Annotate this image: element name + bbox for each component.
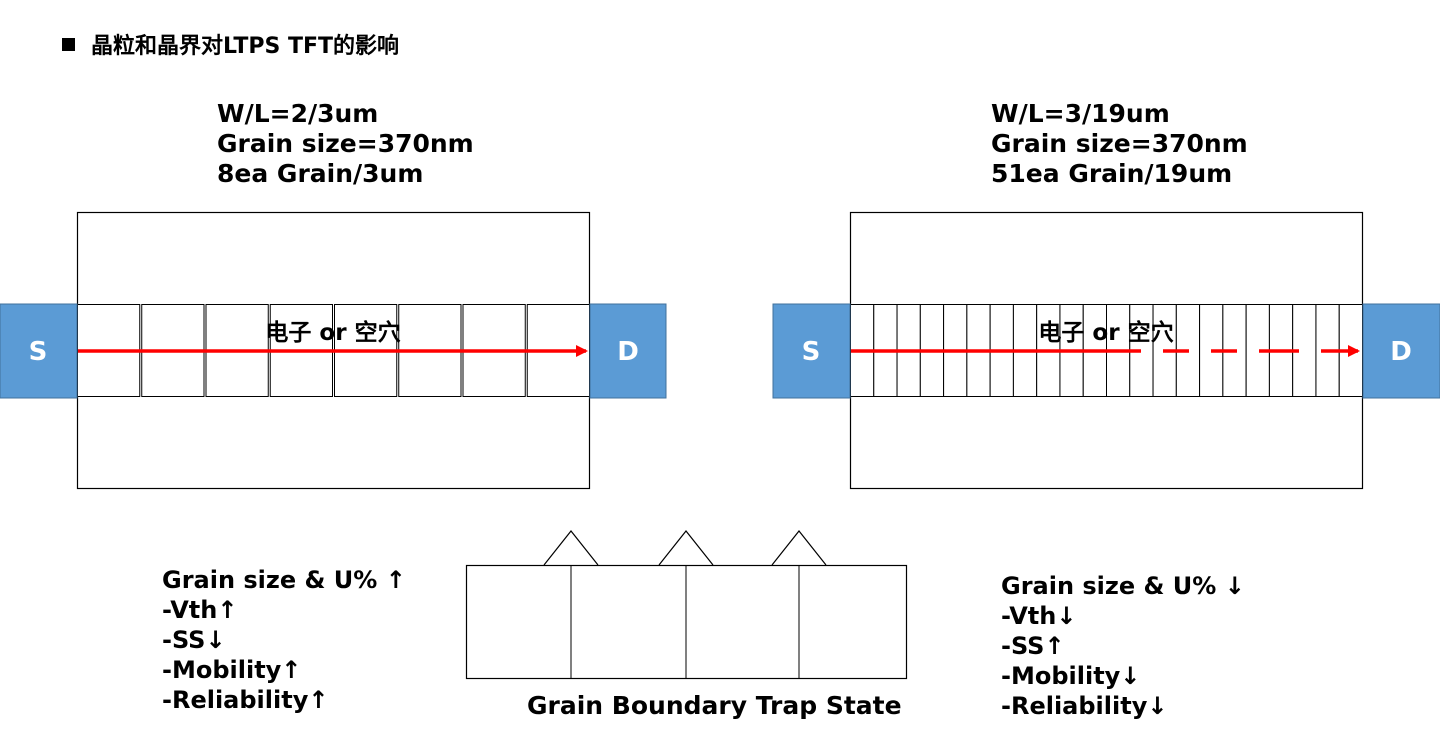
left-carrier-label: 电子 or 空穴 <box>265 319 400 346</box>
right-property-item: -Mobility↓ <box>1001 662 1141 690</box>
left-spec-grain-count: 8ea Grain/3um <box>217 159 424 188</box>
left-properties: Grain size & U% ↑ -Vth↑ -SS↓ -Mobility↑ … <box>162 565 406 715</box>
page-title-text: 晶粒和晶界对LTPS TFT的影响 <box>91 34 400 59</box>
trap-state-diagram <box>465 530 908 680</box>
right-properties: Grain size & U% ↓ -Vth↓ -SS↑ -Mobility↓ … <box>1001 571 1245 721</box>
left-property-item: -Vth↑ <box>162 596 238 624</box>
right-source-label: S <box>802 337 821 367</box>
left-device: S D 电子 or 空穴 <box>0 211 667 490</box>
left-property-item: Grain size & U% ↑ <box>162 566 406 594</box>
right-property-item: -Vth↓ <box>1001 602 1077 630</box>
right-spec-grain-count: 51ea Grain/19um <box>991 159 1233 188</box>
left-drain-label: D <box>617 337 639 367</box>
right-drain-electrode <box>1362 303 1440 399</box>
right-property-item: -SS↑ <box>1001 632 1065 660</box>
left-spec-grain-size: Grain size=370nm <box>217 129 474 158</box>
left-source-label: S <box>29 337 48 367</box>
left-spec-wl: W/L=2/3um <box>217 99 379 128</box>
left-drain-electrode <box>589 303 667 399</box>
page-title: 晶粒和晶界对LTPS TFT的影响 <box>62 28 399 60</box>
left-property-item: -SS↓ <box>162 626 226 654</box>
left-property-item: -Reliability↑ <box>162 686 329 714</box>
right-spec-grain-size: Grain size=370nm <box>991 129 1248 158</box>
right-property-item: Grain size & U% ↓ <box>1001 572 1245 600</box>
right-drain-label: D <box>1390 337 1412 367</box>
trap-peak-icon <box>543 530 599 566</box>
left-source-electrode <box>0 303 78 399</box>
right-property-item: -Reliability↓ <box>1001 692 1168 720</box>
bullet-square-icon <box>62 38 75 51</box>
trap-peak-icon <box>658 530 714 566</box>
right-source-electrode <box>772 303 851 399</box>
right-device: S D 电子 or 空穴 <box>772 211 1440 490</box>
right-carrier-label: 电子 or 空穴 <box>1038 319 1173 346</box>
right-spec-wl: W/L=3/19um <box>991 99 1170 128</box>
left-device-specs: W/L=2/3um Grain size=370nm 8ea Grain/3um <box>217 99 474 189</box>
trap-peak-icon <box>771 530 827 566</box>
trap-diagram-caption: Grain Boundary Trap State <box>527 691 902 720</box>
right-device-specs: W/L=3/19um Grain size=370nm 51ea Grain/1… <box>991 99 1248 189</box>
left-property-item: -Mobility↑ <box>162 656 302 684</box>
